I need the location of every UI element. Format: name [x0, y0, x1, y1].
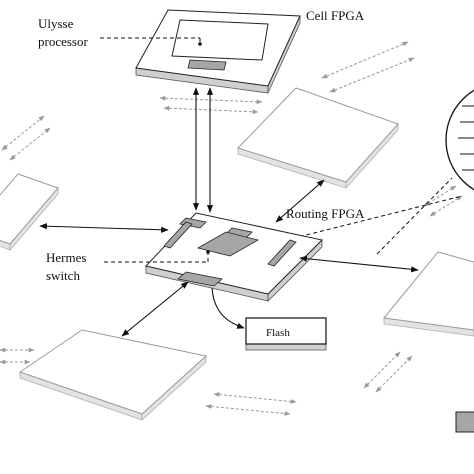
flash-chip: [245, 317, 327, 351]
hermes-switch-chip: [196, 231, 260, 257]
routing-fpga-label: Routing FPGA: [286, 206, 365, 221]
neighbor-board-bottom-left: [18, 329, 208, 421]
ulysse-processor-label-line1: Ulysse: [38, 16, 74, 31]
neighbor-board-left: [0, 173, 59, 252]
cell-fpga-board: [135, 9, 301, 94]
neighbor-board-right: [383, 251, 474, 337]
hermes-switch-label-line1: Hermes: [46, 250, 86, 265]
flash-label: Flash: [266, 327, 290, 339]
routing-links: [39, 87, 419, 337]
neighbor-board-top-right: [237, 87, 399, 190]
cell-fpga-label: Cell FPGA: [306, 8, 365, 23]
hermes-switch-label-line2: switch: [46, 268, 80, 283]
ulysse-processor-chip: [171, 19, 269, 61]
detail-magnifier: [285, 89, 474, 255]
ulysse-processor-label-line2: processor: [38, 34, 88, 49]
routing-fpga-board: [145, 212, 324, 302]
legend-swatch: [455, 411, 474, 433]
label-leaders: [100, 37, 210, 263]
